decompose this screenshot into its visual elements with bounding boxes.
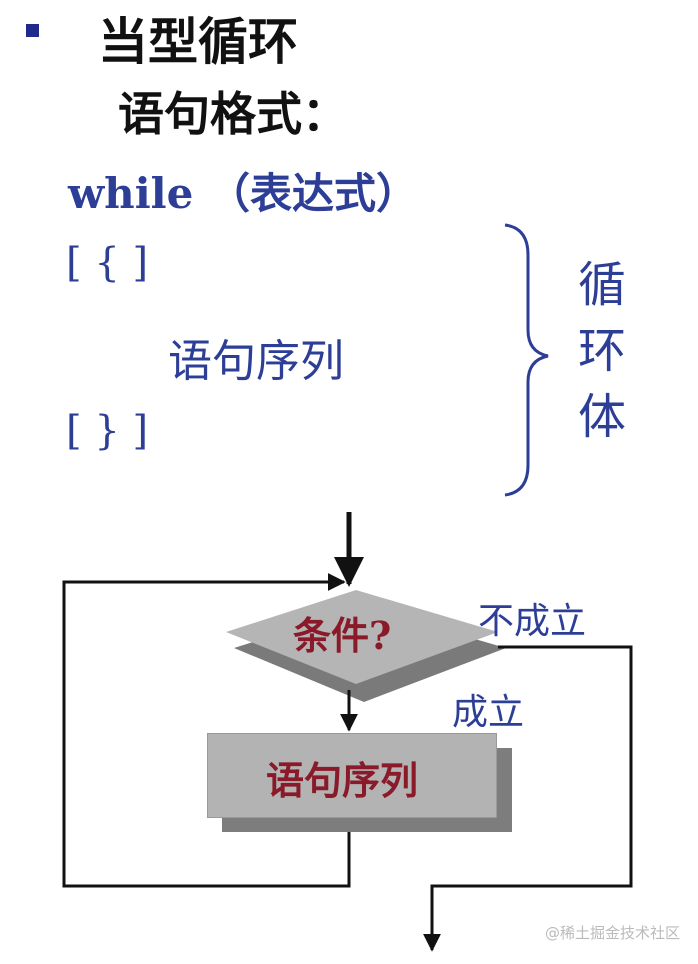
condition-diamond — [226, 590, 498, 684]
statement-sequence-text: 语句序列 — [168, 336, 344, 387]
loop-body-label: 循 环 体 — [566, 252, 638, 450]
false-label: 不成立 — [478, 601, 587, 642]
true-label: 成立 — [452, 692, 525, 733]
watermark: @稀土掘金技术社区 — [545, 924, 681, 942]
close-brace-line: [ } ] — [66, 408, 149, 454]
curly-brace — [504, 223, 549, 497]
condition-label: 条件? — [293, 613, 392, 658]
slide-title: 当型循环 — [98, 12, 298, 71]
loop-body-char: 环 — [577, 323, 626, 379]
format-label: 语句格式： — [118, 87, 348, 141]
open-brace-line: [ { ] — [66, 240, 149, 286]
while-statement: while （表达式） — [68, 169, 418, 218]
statement-box-label: 语句序列 — [266, 758, 419, 803]
loop-back-line — [62, 573, 351, 888]
loop-body-char: 循 — [577, 257, 626, 313]
statement-box — [207, 733, 497, 818]
loop-body-char: 体 — [577, 389, 626, 445]
bullet-square-icon — [26, 24, 39, 37]
false-branch-line — [423, 645, 633, 952]
